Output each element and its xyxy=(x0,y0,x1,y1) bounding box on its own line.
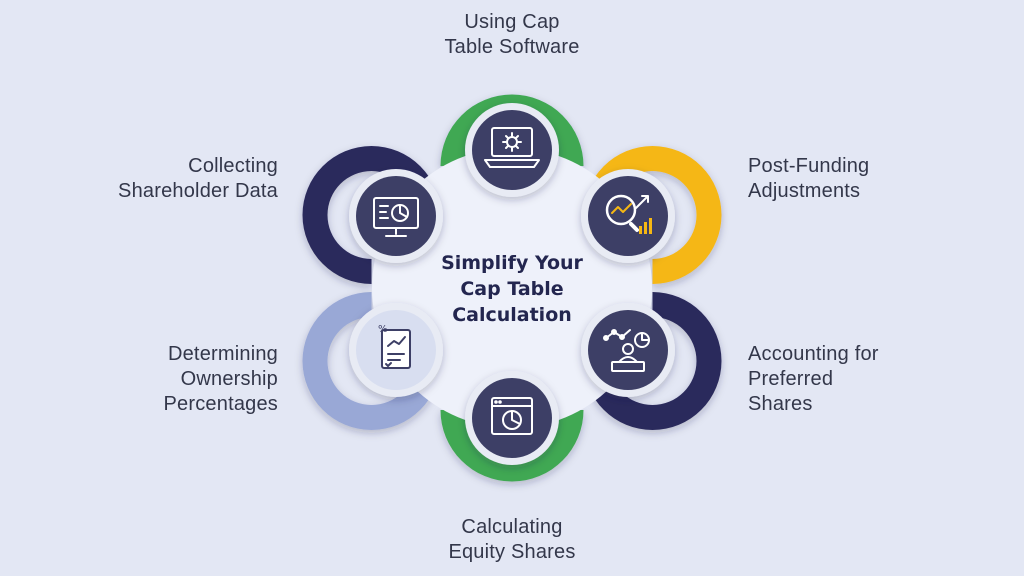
segment-arc-equity xyxy=(440,410,584,482)
label-line: Shares xyxy=(748,393,813,415)
browser-pie-chart-icon xyxy=(491,397,533,435)
monitor-pie-chart-icon xyxy=(373,197,419,237)
label-ownership: Determining Ownership Percentages xyxy=(78,342,278,417)
label-line: Accounting for xyxy=(748,343,879,365)
svg-text:%: % xyxy=(378,324,388,335)
label-line: Collecting xyxy=(188,155,278,177)
label-line: Post-Funding xyxy=(748,155,870,177)
label-line: Equity Shares xyxy=(448,541,576,563)
center-title-line: Calculation xyxy=(452,304,572,326)
label-line: Shareholder Data xyxy=(118,180,278,202)
label-preferred: Accounting for Preferred Shares xyxy=(748,342,879,417)
node-post-funding xyxy=(581,169,675,263)
label-line: Percentages xyxy=(163,393,278,415)
center-title: Simplify Your Cap Table Calculation xyxy=(412,250,612,328)
laptop-gear-icon xyxy=(484,127,540,168)
label-line: Determining xyxy=(167,343,278,365)
label-line: Preferred xyxy=(748,368,834,390)
label-post-funding: Post-Funding Adjustments xyxy=(748,154,869,204)
node-preferred xyxy=(581,303,675,397)
label-line: Table Software xyxy=(444,36,580,58)
node-ownership: % xyxy=(349,303,443,397)
node-equity xyxy=(465,371,559,465)
label-line: Using Cap xyxy=(464,11,560,33)
magnifier-chart-icon xyxy=(605,194,652,234)
label-equity: Calculating Equity Shares xyxy=(412,515,612,565)
label-line: Calculating xyxy=(461,516,563,538)
label-shareholder: Collecting Shareholder Data xyxy=(78,154,278,204)
label-line: Adjustments xyxy=(748,180,861,202)
label-software: Using Cap Table Software xyxy=(412,10,612,60)
node-shareholder xyxy=(349,169,443,263)
center-title-line: Simplify Your xyxy=(441,252,583,274)
center-title-line: Cap Table xyxy=(460,278,564,300)
segment-arc-software xyxy=(440,94,584,166)
report-document-icon: % xyxy=(378,324,411,369)
presenter-chart-icon xyxy=(603,329,650,372)
label-line: Ownership xyxy=(180,368,278,390)
node-software xyxy=(465,103,559,197)
